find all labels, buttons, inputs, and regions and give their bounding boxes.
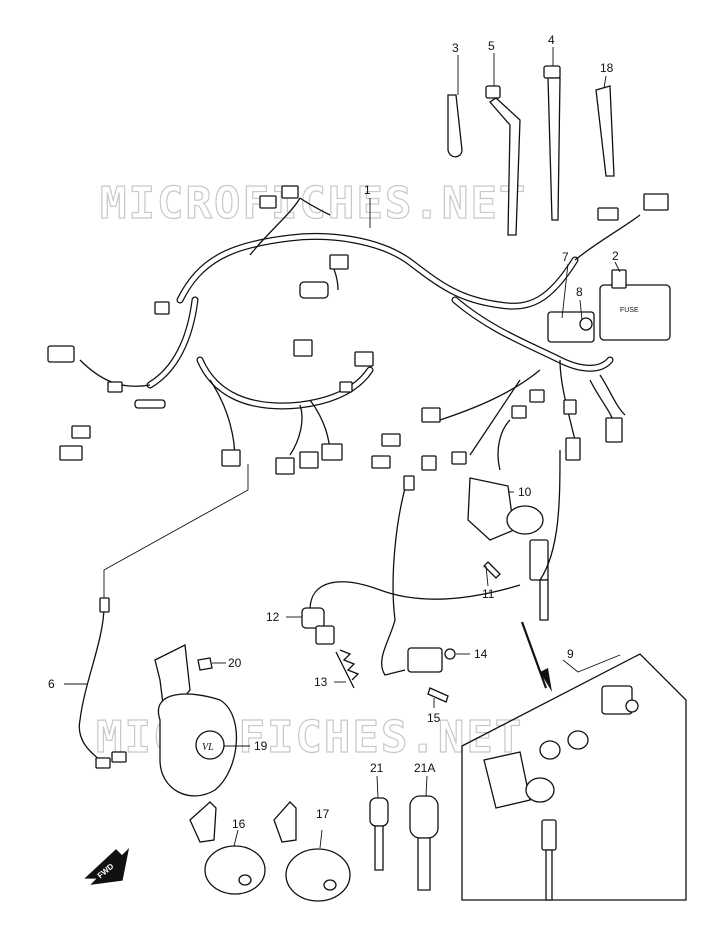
callout-5: 5: [488, 39, 495, 53]
callout-18: 18: [600, 61, 614, 75]
callout-17: 17: [316, 807, 330, 821]
svg-text:FUSE: FUSE: [620, 307, 639, 314]
clamp-part-18: [595, 85, 615, 177]
callout-19: 19: [254, 739, 268, 753]
horn-part-16: [189, 801, 266, 895]
callout-labels: 1 2 3 4 5 6 7 8 9 10 11 12 13 14 15 16 1…: [48, 33, 619, 831]
callout-4: 4: [548, 33, 555, 47]
callout-16: 16: [232, 817, 246, 831]
callout-7: 7: [562, 250, 569, 264]
key-part-21: [369, 797, 389, 871]
callout-12: 12: [266, 610, 280, 624]
callout-15: 15: [427, 711, 441, 725]
callout-9: 9: [567, 647, 574, 661]
watermark-top: MICROFICHES.NET: [100, 178, 527, 229]
lead-wire-part-6: [78, 597, 127, 769]
callout-13: 13: [314, 675, 328, 689]
ignition-switch-part-10: [467, 419, 561, 621]
horn-part-17: [273, 801, 351, 902]
fwd-arrow: FWD: [84, 848, 130, 885]
callout-3: 3: [452, 41, 459, 55]
callout-21: 21: [370, 761, 384, 775]
key-part-21a: [409, 795, 439, 891]
kit-pointer: [520, 621, 552, 692]
callout-2: 2: [612, 249, 619, 263]
callout-11: 11: [482, 587, 495, 601]
callout-8: 8: [576, 285, 583, 299]
callout-10: 10: [518, 485, 532, 499]
switch-part-14: [380, 475, 456, 703]
leader-lines: [64, 47, 621, 849]
clamp-part-3: [447, 94, 463, 158]
horn-badge: VL: [202, 742, 214, 753]
callout-20: 20: [228, 656, 242, 670]
callout-6: 6: [48, 677, 55, 691]
lock-set-box-part-9: [461, 653, 687, 901]
callout-1: 1: [364, 183, 371, 197]
horn-part-19: VL: [154, 644, 238, 797]
callout-21a: 21A: [414, 761, 435, 775]
switch-part-12: [301, 581, 521, 689]
callout-14: 14: [474, 647, 488, 661]
tie-band-part-5: [485, 85, 521, 236]
clamp-tie-part-4: [543, 65, 561, 221]
fuse-box: FUSE: [547, 269, 671, 343]
harness-connectors: [47, 185, 669, 475]
